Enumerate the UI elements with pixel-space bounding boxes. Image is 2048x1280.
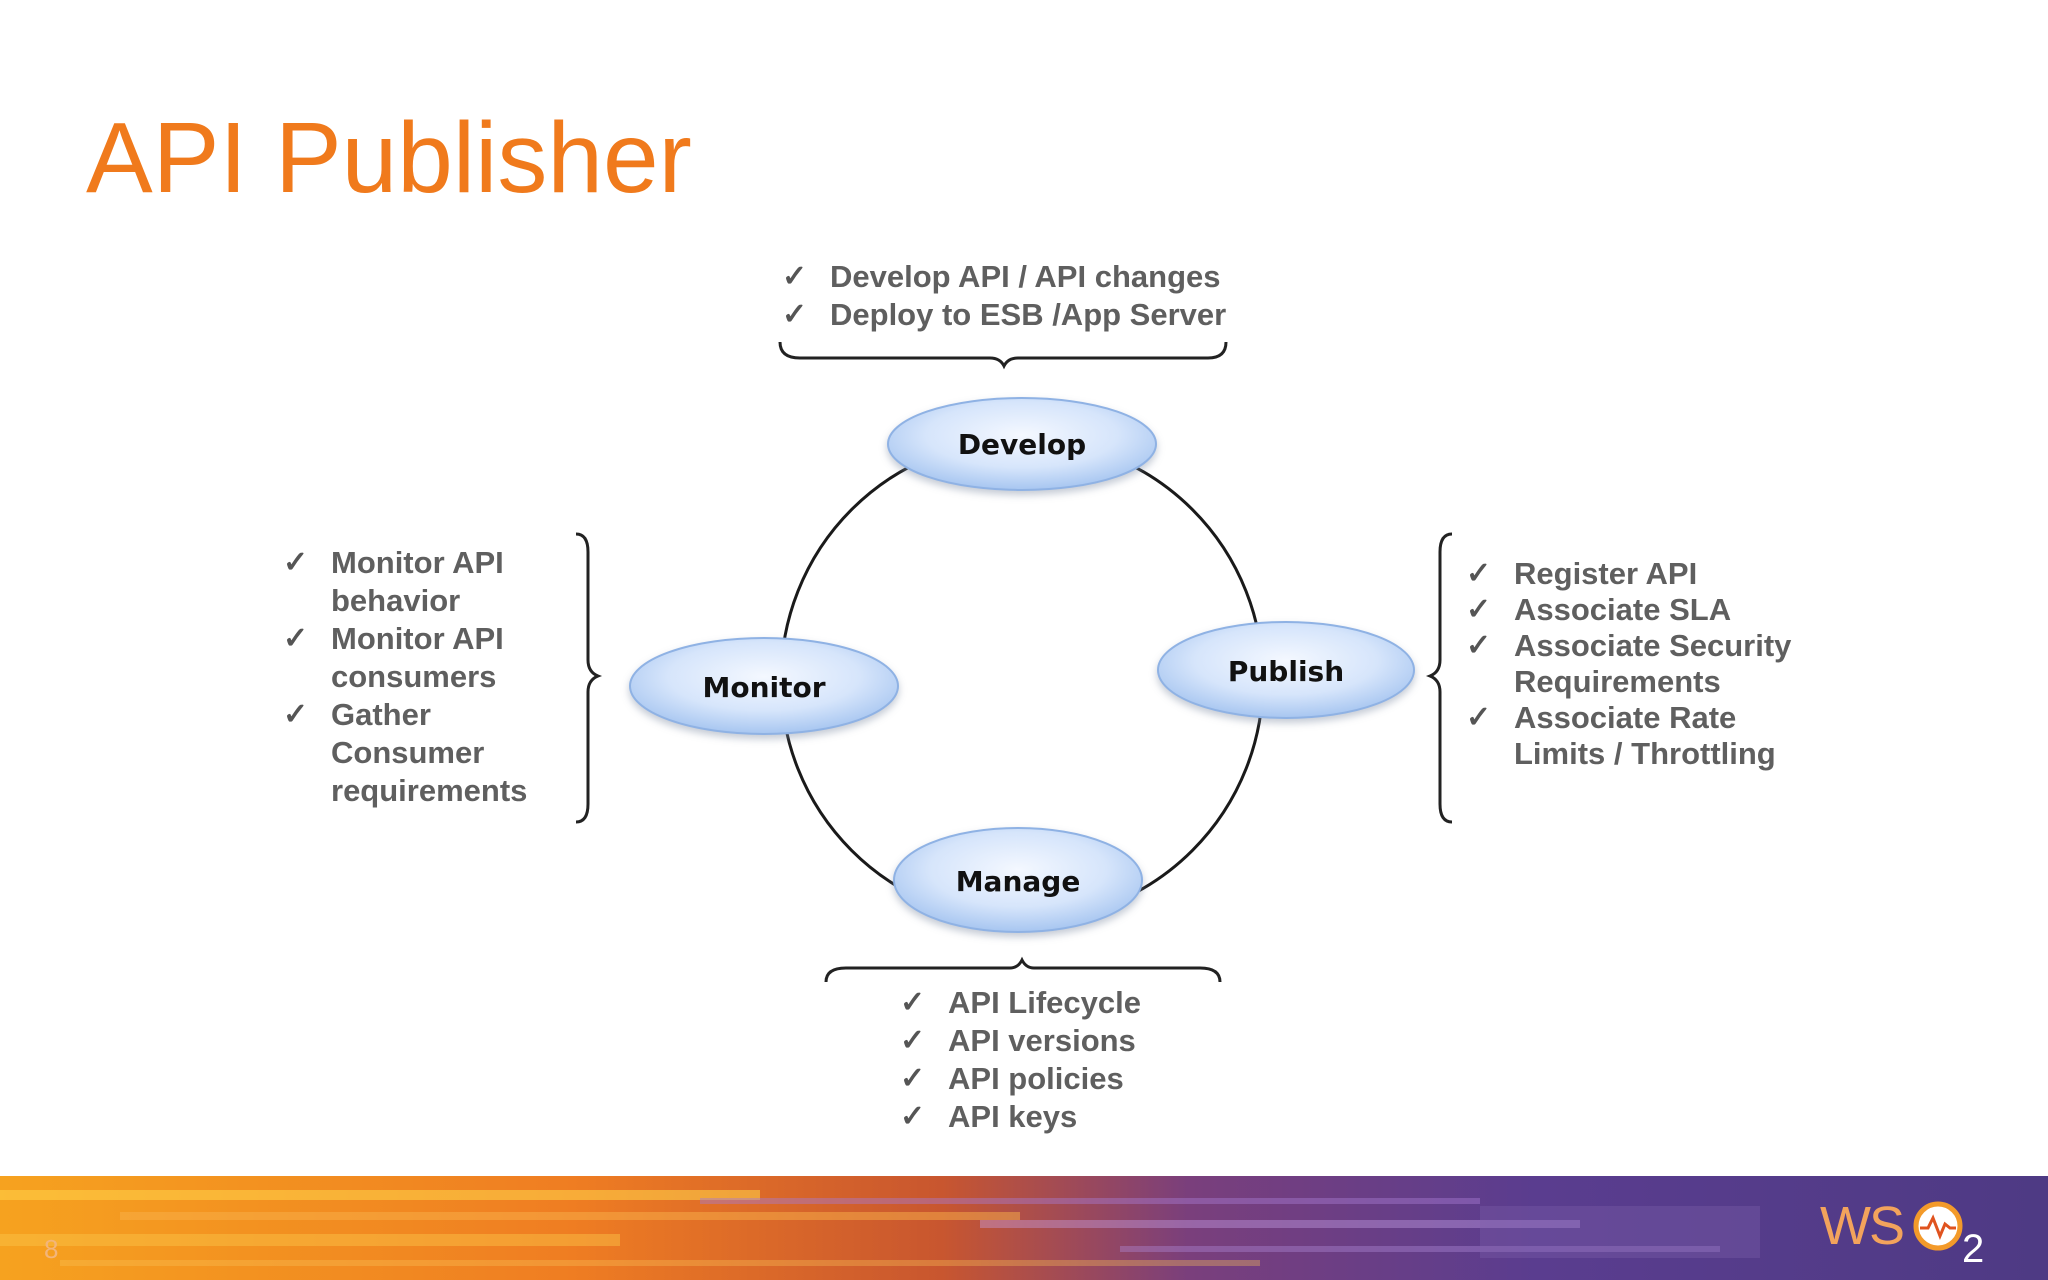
node-manage (893, 827, 1143, 933)
check-icon: ✓ (900, 1100, 926, 1133)
check-icon: ✓ (900, 1024, 926, 1057)
list-item: ✓Deploy to ESB /App Server (782, 297, 1227, 332)
check-icon: ✓ (1466, 701, 1492, 734)
brace-top (778, 341, 1228, 370)
node-monitor (629, 637, 899, 735)
page-number: 8 (44, 1234, 59, 1264)
check-icon: ✓ (900, 986, 926, 1019)
develop-checklist: ✓Develop API / API changes ✓Deploy to ES… (782, 258, 1226, 334)
check-icon: ✓ (283, 698, 309, 731)
list-item: ✓Register API (1466, 556, 1698, 591)
check-icon: ✓ (1466, 557, 1492, 590)
publish-checklist: ✓Register API ✓Associate SLA ✓Associate … (1466, 556, 1796, 772)
node-manage-label: Manage (956, 865, 1081, 898)
list-item: ✓Associate SLA (1466, 592, 1732, 627)
list-item: ✓API keys (900, 1099, 1078, 1134)
footer-band (0, 1176, 2048, 1280)
list-item: ✓API versions (900, 1023, 1136, 1058)
brace-bottom (824, 956, 1222, 983)
node-publish (1157, 621, 1415, 719)
node-develop-label: Develop (958, 428, 1086, 461)
check-icon: ✓ (1466, 629, 1492, 662)
list-item: ✓API policies (900, 1061, 1124, 1096)
monitor-checklist: ✓Monitor API behavior ✓Monitor API consu… (283, 544, 573, 810)
list-item: ✓Develop API / API changes (782, 259, 1221, 294)
node-develop (887, 397, 1157, 491)
check-icon: ✓ (283, 622, 309, 655)
svg-text:2: 2 (1962, 1227, 1984, 1271)
page-title: API Publisher (86, 102, 692, 214)
list-item: ✓Monitor API consumers (283, 621, 504, 694)
check-icon: ✓ (900, 1062, 926, 1095)
list-item: ✓Associate Rate Limits / Throttling (1466, 700, 1776, 771)
node-publish-label: Publish (1228, 655, 1344, 688)
list-item: ✓Associate Security Requirements (1466, 628, 1792, 699)
svg-text:WS: WS (1820, 1196, 1903, 1256)
check-icon: ✓ (782, 298, 808, 331)
check-icon: ✓ (782, 260, 808, 293)
check-icon: ✓ (283, 546, 309, 579)
brace-left (575, 532, 603, 824)
list-item: ✓API Lifecycle (900, 985, 1141, 1020)
check-icon: ✓ (1466, 593, 1492, 626)
brace-right (1425, 532, 1453, 824)
node-monitor-label: Monitor (702, 671, 825, 704)
list-item: ✓Monitor API behavior (283, 545, 504, 618)
manage-checklist: ✓API Lifecycle ✓API versions ✓API polici… (900, 984, 1141, 1136)
wso2-logo: WS 2 (1820, 1196, 1984, 1271)
list-item: ✓Gather Consumer requirements (283, 697, 528, 808)
